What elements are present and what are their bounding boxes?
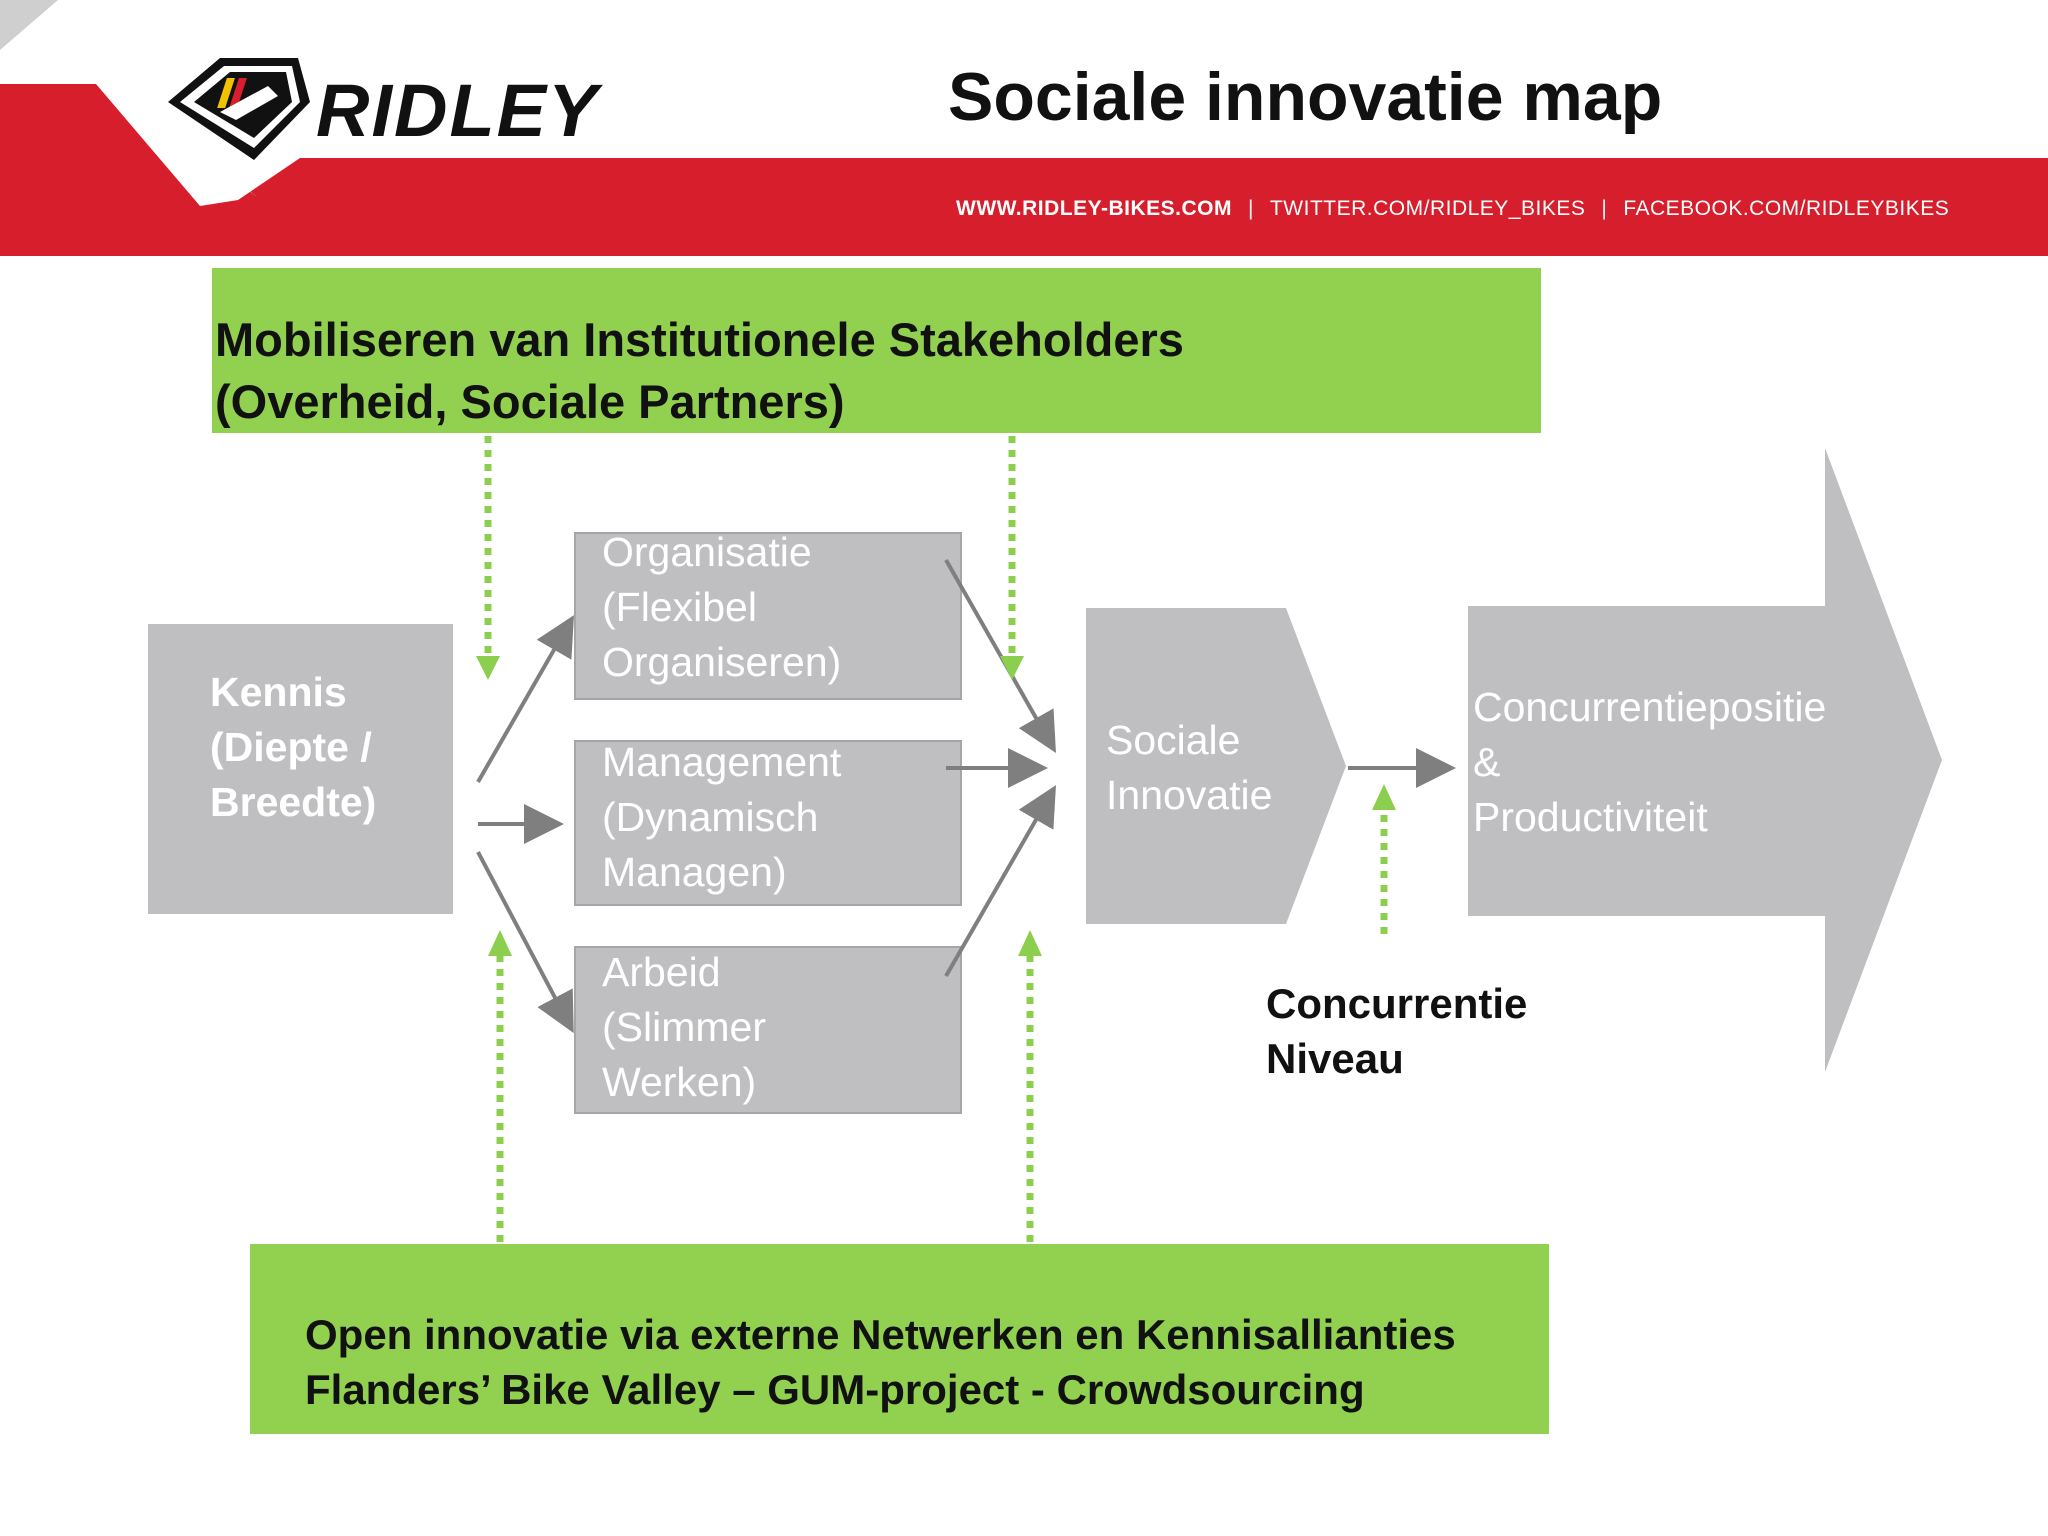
concurrentiepositie-text: Concurrentiepositie & Productiviteit — [1473, 680, 1826, 845]
social-links-bar: WWW.RIDLEY-BIKES.COM | TWITTER.COM/RIDLE… — [956, 196, 1976, 222]
arbeid-line-2: (Slimmer — [602, 1004, 766, 1050]
open-innovatie-line-2: Flanders’ Bike Valley – GUM-project - Cr… — [305, 1366, 1365, 1413]
arbeid-line-3: Werken) — [602, 1059, 757, 1105]
concurrentie-niveau-line-2: Niveau — [1266, 1035, 1404, 1082]
corner-fold — [0, 0, 58, 50]
dotted-arrowhead-top-left — [476, 656, 500, 680]
page-title: Sociale innovatie map — [948, 59, 1663, 135]
management-text: Management (Dynamisch Managen) — [602, 735, 841, 900]
stakeholders-text: Mobiliseren van Institutionele Stakehold… — [215, 309, 1184, 433]
organisatie-line-2: (Flexibel — [602, 584, 757, 630]
sociale-innovatie-text: Sociale Innovatie — [1106, 713, 1272, 823]
sociale-innovatie-shape — [1086, 608, 1346, 924]
kennis-box — [148, 624, 453, 914]
stakeholders-box — [212, 268, 1541, 433]
sociale-innovatie-line-1: Sociale — [1106, 717, 1241, 763]
concurrentiepositie-line-3: Productiviteit — [1473, 794, 1708, 840]
banner-red-band — [0, 84, 2048, 256]
banner-red-band-upper — [236, 158, 2048, 196]
kennis-line-3: Breedte) — [210, 779, 377, 825]
logo-wordmark: RIDLEY — [316, 69, 603, 152]
arrow-kennis-arbeid — [476, 851, 574, 1034]
management-line-3: Managen) — [602, 849, 787, 895]
arbeid-box — [574, 946, 962, 1114]
dotted-arrowhead-top-right — [1000, 656, 1024, 680]
concurrentie-niveau-text: Concurrentie Niveau — [1266, 976, 1527, 1086]
concurrentiepositie-arrow-shape — [1468, 448, 1942, 1072]
dotted-arrowhead-niveau — [1372, 784, 1396, 810]
concurrentiepositie-line-2: & — [1473, 739, 1501, 785]
link-separator: | — [1248, 197, 1254, 220]
arrow-kennis-organisatie — [476, 615, 574, 783]
arbeid-text: Arbeid (Slimmer Werken) — [602, 945, 766, 1110]
dotted-arrowhead-bottom-right — [1018, 930, 1042, 956]
open-innovatie-box — [250, 1244, 1549, 1434]
concurrentie-niveau-line-1: Concurrentie — [1266, 980, 1528, 1027]
twitter-link[interactable]: TWITTER.COM/RIDLEY_BIKES — [1269, 197, 1586, 220]
ridley-logo[interactable]: RIDLEY — [150, 50, 740, 170]
open-innovatie-text: Open innovatie via externe Netwerken en … — [305, 1307, 1456, 1417]
arbeid-line-1: Arbeid — [602, 949, 721, 995]
organisatie-line-3: Organiseren) — [602, 639, 842, 685]
kennis-line-2: (Diepte / — [210, 724, 372, 770]
management-line-2: (Dynamisch — [602, 794, 819, 840]
organisatie-text: Organisatie (Flexibel Organiseren) — [602, 525, 841, 690]
stakeholders-line-1: Mobiliseren van Institutionele Stakehold… — [215, 313, 1184, 366]
concurrentiepositie-line-1: Concurrentiepositie — [1473, 684, 1827, 730]
svg-text:RIDLEY: RIDLEY — [316, 69, 603, 152]
management-line-1: Management — [602, 739, 842, 785]
facebook-link[interactable]: FACEBOOK.COM/RIDLEYBIKES — [1623, 197, 1950, 220]
link-separator: | — [1601, 197, 1608, 220]
dotted-arrowhead-bottom-left — [488, 930, 512, 956]
kennis-text: Kennis (Diepte / Breedte) — [210, 665, 376, 830]
stakeholders-line-2: (Overheid, Sociale Partners) — [215, 375, 845, 428]
website-link[interactable]: WWW.RIDLEY-BIKES.COM — [956, 197, 1232, 220]
kennis-line-1: Kennis — [210, 669, 347, 715]
management-box — [574, 740, 962, 906]
organisatie-box — [574, 532, 962, 700]
open-innovatie-line-1: Open innovatie via externe Netwerken en … — [305, 1311, 1456, 1358]
sociale-innovatie-line-2: Innovatie — [1106, 772, 1273, 818]
logo-emblem-icon — [168, 58, 310, 160]
organisatie-line-1: Organisatie — [602, 529, 812, 575]
